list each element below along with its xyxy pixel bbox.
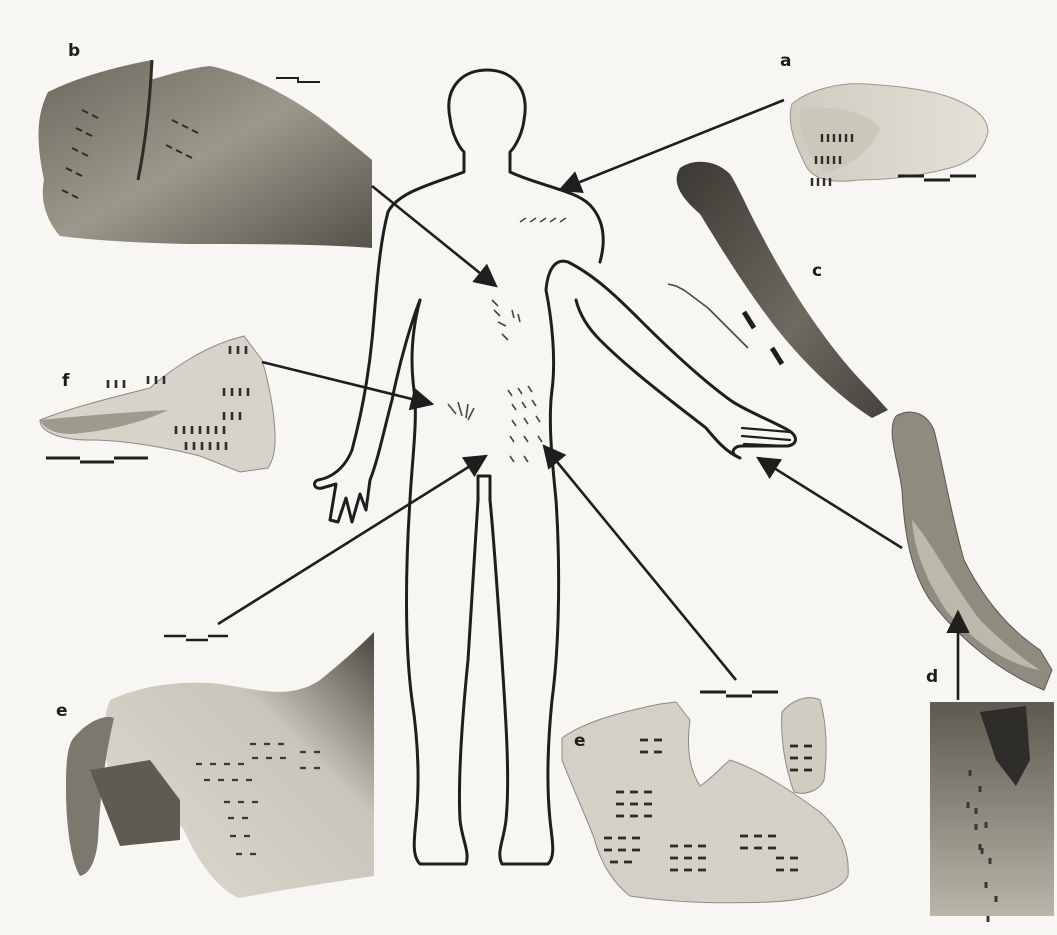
panel-d-strip-photo <box>892 412 1052 690</box>
neck-left-outline <box>388 118 464 212</box>
panel-c-label: c <box>812 261 822 281</box>
panel-f-label: f <box>62 371 70 391</box>
forearm-tattoo-mark <box>668 284 748 348</box>
right-shoulder-outline <box>590 205 603 262</box>
arrow-d-to-hand <box>758 458 902 548</box>
panel-b-skin-fragment: b <box>39 41 373 248</box>
panel-f-photo <box>40 336 275 472</box>
shoulder-tattoo-mark <box>520 218 566 222</box>
panel-f-scale-bar <box>46 458 148 462</box>
panel-d-skin-fragment: d <box>892 412 1054 922</box>
arrow-a-to-shoulder <box>560 100 784 190</box>
panel-e-left-label: e <box>56 701 68 721</box>
panel-e-right-small-photo <box>782 698 826 794</box>
head-outline <box>449 70 590 205</box>
panel-e-right-skin-fragment: e <box>562 692 848 903</box>
panel-e-right-scale-bar <box>700 692 778 696</box>
panel-e-right-label: e <box>574 731 586 751</box>
panel-a-label: a <box>780 51 791 71</box>
abdomen-tattoo-mark-left <box>448 402 474 420</box>
panel-a-skin-fragment: a <box>780 51 988 186</box>
panel-b-label: b <box>68 41 80 61</box>
abdomen-tattoo-mark-right <box>508 386 542 462</box>
panel-c-photo <box>677 162 888 418</box>
left-arm-outline <box>315 212 420 522</box>
arrow-e-right-to-hip <box>544 446 736 680</box>
panel-e-left-skin-fragment: e <box>56 632 374 898</box>
arrow-e-left-to-groin <box>218 456 486 624</box>
arrow-b-to-chest <box>372 186 496 286</box>
arrow-f-to-abdomen <box>262 362 432 404</box>
right-hand-fingers <box>742 428 790 446</box>
panel-e-left-scale-bar <box>164 636 228 640</box>
left-torso-outline <box>407 300 479 864</box>
inner-leg-outline <box>478 476 559 864</box>
panel-a-scale-bar <box>898 176 976 180</box>
panel-b-photo <box>39 60 373 248</box>
panel-f-skin-fragment: f <box>40 336 275 472</box>
panel-d-label: d <box>926 667 938 687</box>
chest-tattoo-mark <box>492 300 520 340</box>
panel-c-bone-fragment: c <box>677 162 888 418</box>
panel-b-scale-bar <box>276 78 320 82</box>
